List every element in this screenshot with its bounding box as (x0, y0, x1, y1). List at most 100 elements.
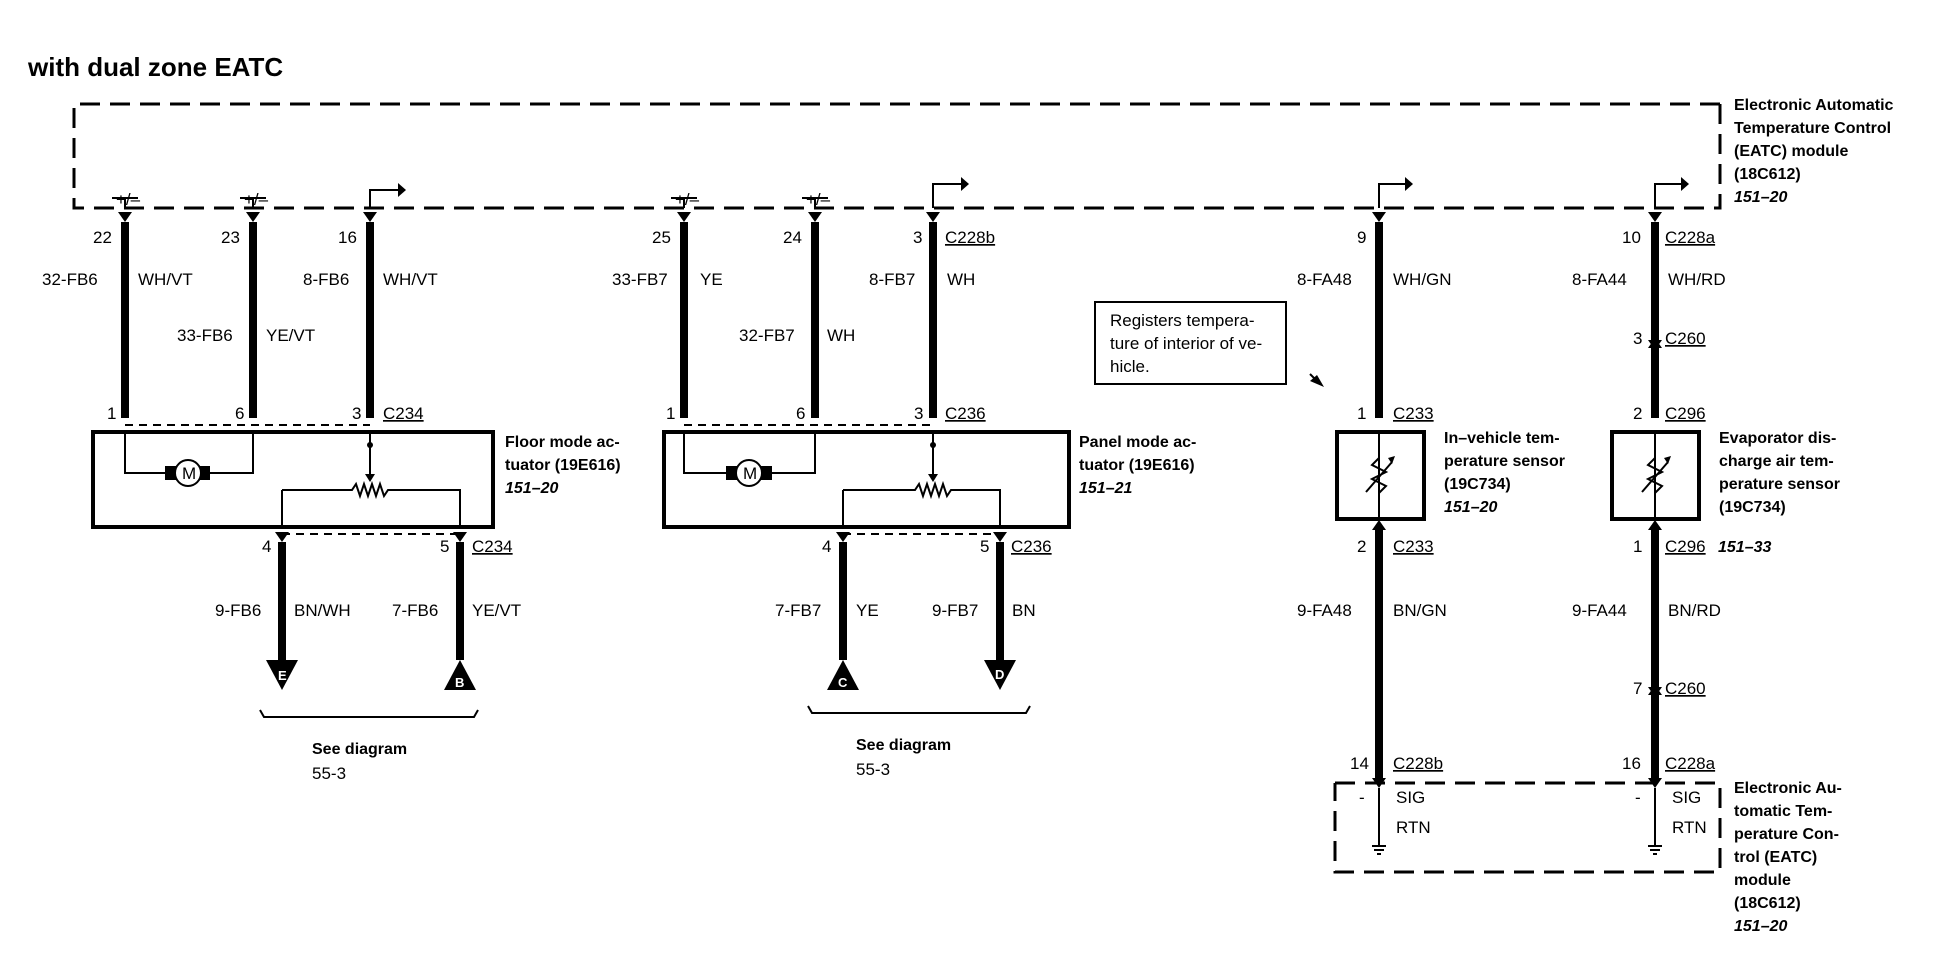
svg-text:hicle.: hicle. (1110, 357, 1150, 376)
circuit-label: 8-FB7 (869, 270, 915, 289)
connector-label: C233 (1393, 537, 1434, 556)
see-diagram-ref: See diagram (856, 737, 951, 754)
connector-label: C233 (1393, 404, 1434, 423)
floor-mode-actuator: M (91, 430, 495, 529)
svg-text:151–20: 151–20 (1734, 918, 1787, 935)
pin-number: 1 (1633, 537, 1642, 556)
svg-text:Electronic Automatic: Electronic Automatic (1734, 97, 1894, 114)
pin-number: 1 (1357, 404, 1366, 423)
wire-color: WH (947, 270, 975, 289)
rtn-label: RTN (1396, 818, 1431, 837)
pin-number: 3 (1633, 329, 1642, 348)
svg-text:Panel mode ac-: Panel mode ac- (1079, 434, 1196, 451)
svg-text:(19C734): (19C734) (1444, 476, 1511, 493)
svg-text:C: C (838, 675, 848, 690)
circuit-label: 7-FB6 (392, 601, 438, 620)
circuit-label: 7-FB7 (775, 601, 821, 620)
bracket (807, 705, 1031, 714)
pin-number: 1 (107, 404, 116, 423)
pin-number: 2 (1357, 537, 1366, 556)
pin-number: 6 (235, 404, 244, 423)
polarity-mark: +/– (675, 190, 700, 209)
wire-color: WH/VT (383, 270, 438, 289)
lower-wires (278, 530, 1659, 778)
pin-number: 22 (93, 228, 112, 247)
wire-color: YE (856, 601, 879, 620)
svg-text:charge air tem-: charge air tem- (1719, 453, 1834, 470)
note-callout: Registers tempera- ture of interior of v… (1094, 301, 1324, 387)
floor-mode-actuator-label: Floor mode ac- tuator (19E616) 151–20 (505, 434, 621, 497)
module-internal-leads (112, 177, 1689, 208)
pin-number: 16 (338, 228, 357, 247)
connector-label: C296 (1665, 404, 1706, 423)
terminal-d: D (984, 660, 1016, 690)
pin-number: 6 (796, 404, 805, 423)
wire-color: YE/VT (266, 326, 315, 345)
eatc-module-label: Electronic Automatic Temperature Control… (1734, 97, 1894, 206)
bracket (259, 709, 479, 718)
svg-text:151–21: 151–21 (1079, 480, 1132, 497)
svg-text:tomatic Tem-: tomatic Tem- (1734, 803, 1832, 820)
wire-color: BN (1012, 601, 1036, 620)
svg-text:(EATC) module: (EATC) module (1734, 143, 1848, 160)
svg-text:Floor mode ac-: Floor mode ac- (505, 434, 620, 451)
svg-text:Electronic Au-: Electronic Au- (1734, 780, 1842, 797)
motor-icon (174, 459, 202, 487)
svg-text:Evaporator dis-: Evaporator dis- (1719, 430, 1836, 447)
circuit-label: 9-FA48 (1297, 601, 1352, 620)
wire-color: WH/VT (138, 270, 193, 289)
svg-text:(19C734): (19C734) (1719, 499, 1786, 516)
connector-label: C228a (1665, 754, 1716, 773)
connector-label: C236 (1011, 537, 1052, 556)
svg-text:M: M (743, 464, 757, 483)
svg-text:perature sensor: perature sensor (1444, 453, 1565, 470)
pin-number: 7 (1633, 679, 1642, 698)
top-wires (121, 222, 1659, 418)
svg-text:perature sensor: perature sensor (1719, 476, 1840, 493)
svg-text:Registers tempera-: Registers tempera- (1110, 311, 1255, 330)
circuit-label: 9-FA44 (1572, 601, 1627, 620)
polarity-mark: +/– (806, 190, 831, 209)
see-diagram-ref: 55-3 (856, 760, 890, 779)
eatc-module-bottom-label: Electronic Au- tomatic Tem- perature Con… (1734, 780, 1842, 935)
circuit-label: 9-FB7 (932, 601, 978, 620)
pin-dash: - (1635, 788, 1641, 807)
terminal-e: E (266, 660, 298, 690)
svg-text:E: E (278, 668, 287, 683)
svg-text:151–20: 151–20 (1734, 189, 1787, 206)
circuit-label: 33-FB6 (177, 326, 233, 345)
pin-number: 1 (666, 404, 675, 423)
circuit-label: 32-FB7 (739, 326, 795, 345)
sig-label: SIG (1396, 788, 1425, 807)
connector-label: C260 (1665, 329, 1706, 348)
pin-number: 14 (1350, 754, 1369, 773)
connector-label: C260 (1665, 679, 1706, 698)
svg-text:(18C612): (18C612) (1734, 166, 1801, 183)
panel-mode-actuator: M (662, 430, 1071, 529)
evaporator-sensor-ref: 151–33 (1718, 539, 1771, 556)
connector-label: C234 (472, 537, 513, 556)
wire-color: BN/RD (1668, 601, 1721, 620)
svg-text:perature Con-: perature Con- (1734, 826, 1839, 843)
eatc-module-bottom-boundary (1333, 781, 1722, 874)
circuit-label: 8-FB6 (303, 270, 349, 289)
circuit-label: 32-FB6 (42, 270, 98, 289)
wire-color: BN/WH (294, 601, 351, 620)
svg-text:(18C612): (18C612) (1734, 895, 1801, 912)
pin-number: 25 (652, 228, 671, 247)
wire-color: WH/GN (1393, 270, 1452, 289)
polarity-mark: +/– (244, 190, 269, 209)
svg-text:Temperature Control: Temperature Control (1734, 120, 1891, 137)
pin-number: 3 (352, 404, 361, 423)
invehicle-sensor-label: In–vehicle tem- perature sensor (19C734)… (1444, 430, 1565, 516)
pin-number: 2 (1633, 404, 1642, 423)
svg-text:M: M (182, 464, 196, 483)
pin-number: 3 (913, 228, 922, 247)
pin-number: 16 (1622, 754, 1641, 773)
circuit-label: 33-FB7 (612, 270, 668, 289)
circuit-label: 9-FB6 (215, 601, 261, 620)
lower-connector-marks (275, 520, 1662, 788)
pin-number: 10 (1622, 228, 1641, 247)
wire-color: BN/GN (1393, 601, 1447, 620)
wire-color: YE (700, 270, 723, 289)
